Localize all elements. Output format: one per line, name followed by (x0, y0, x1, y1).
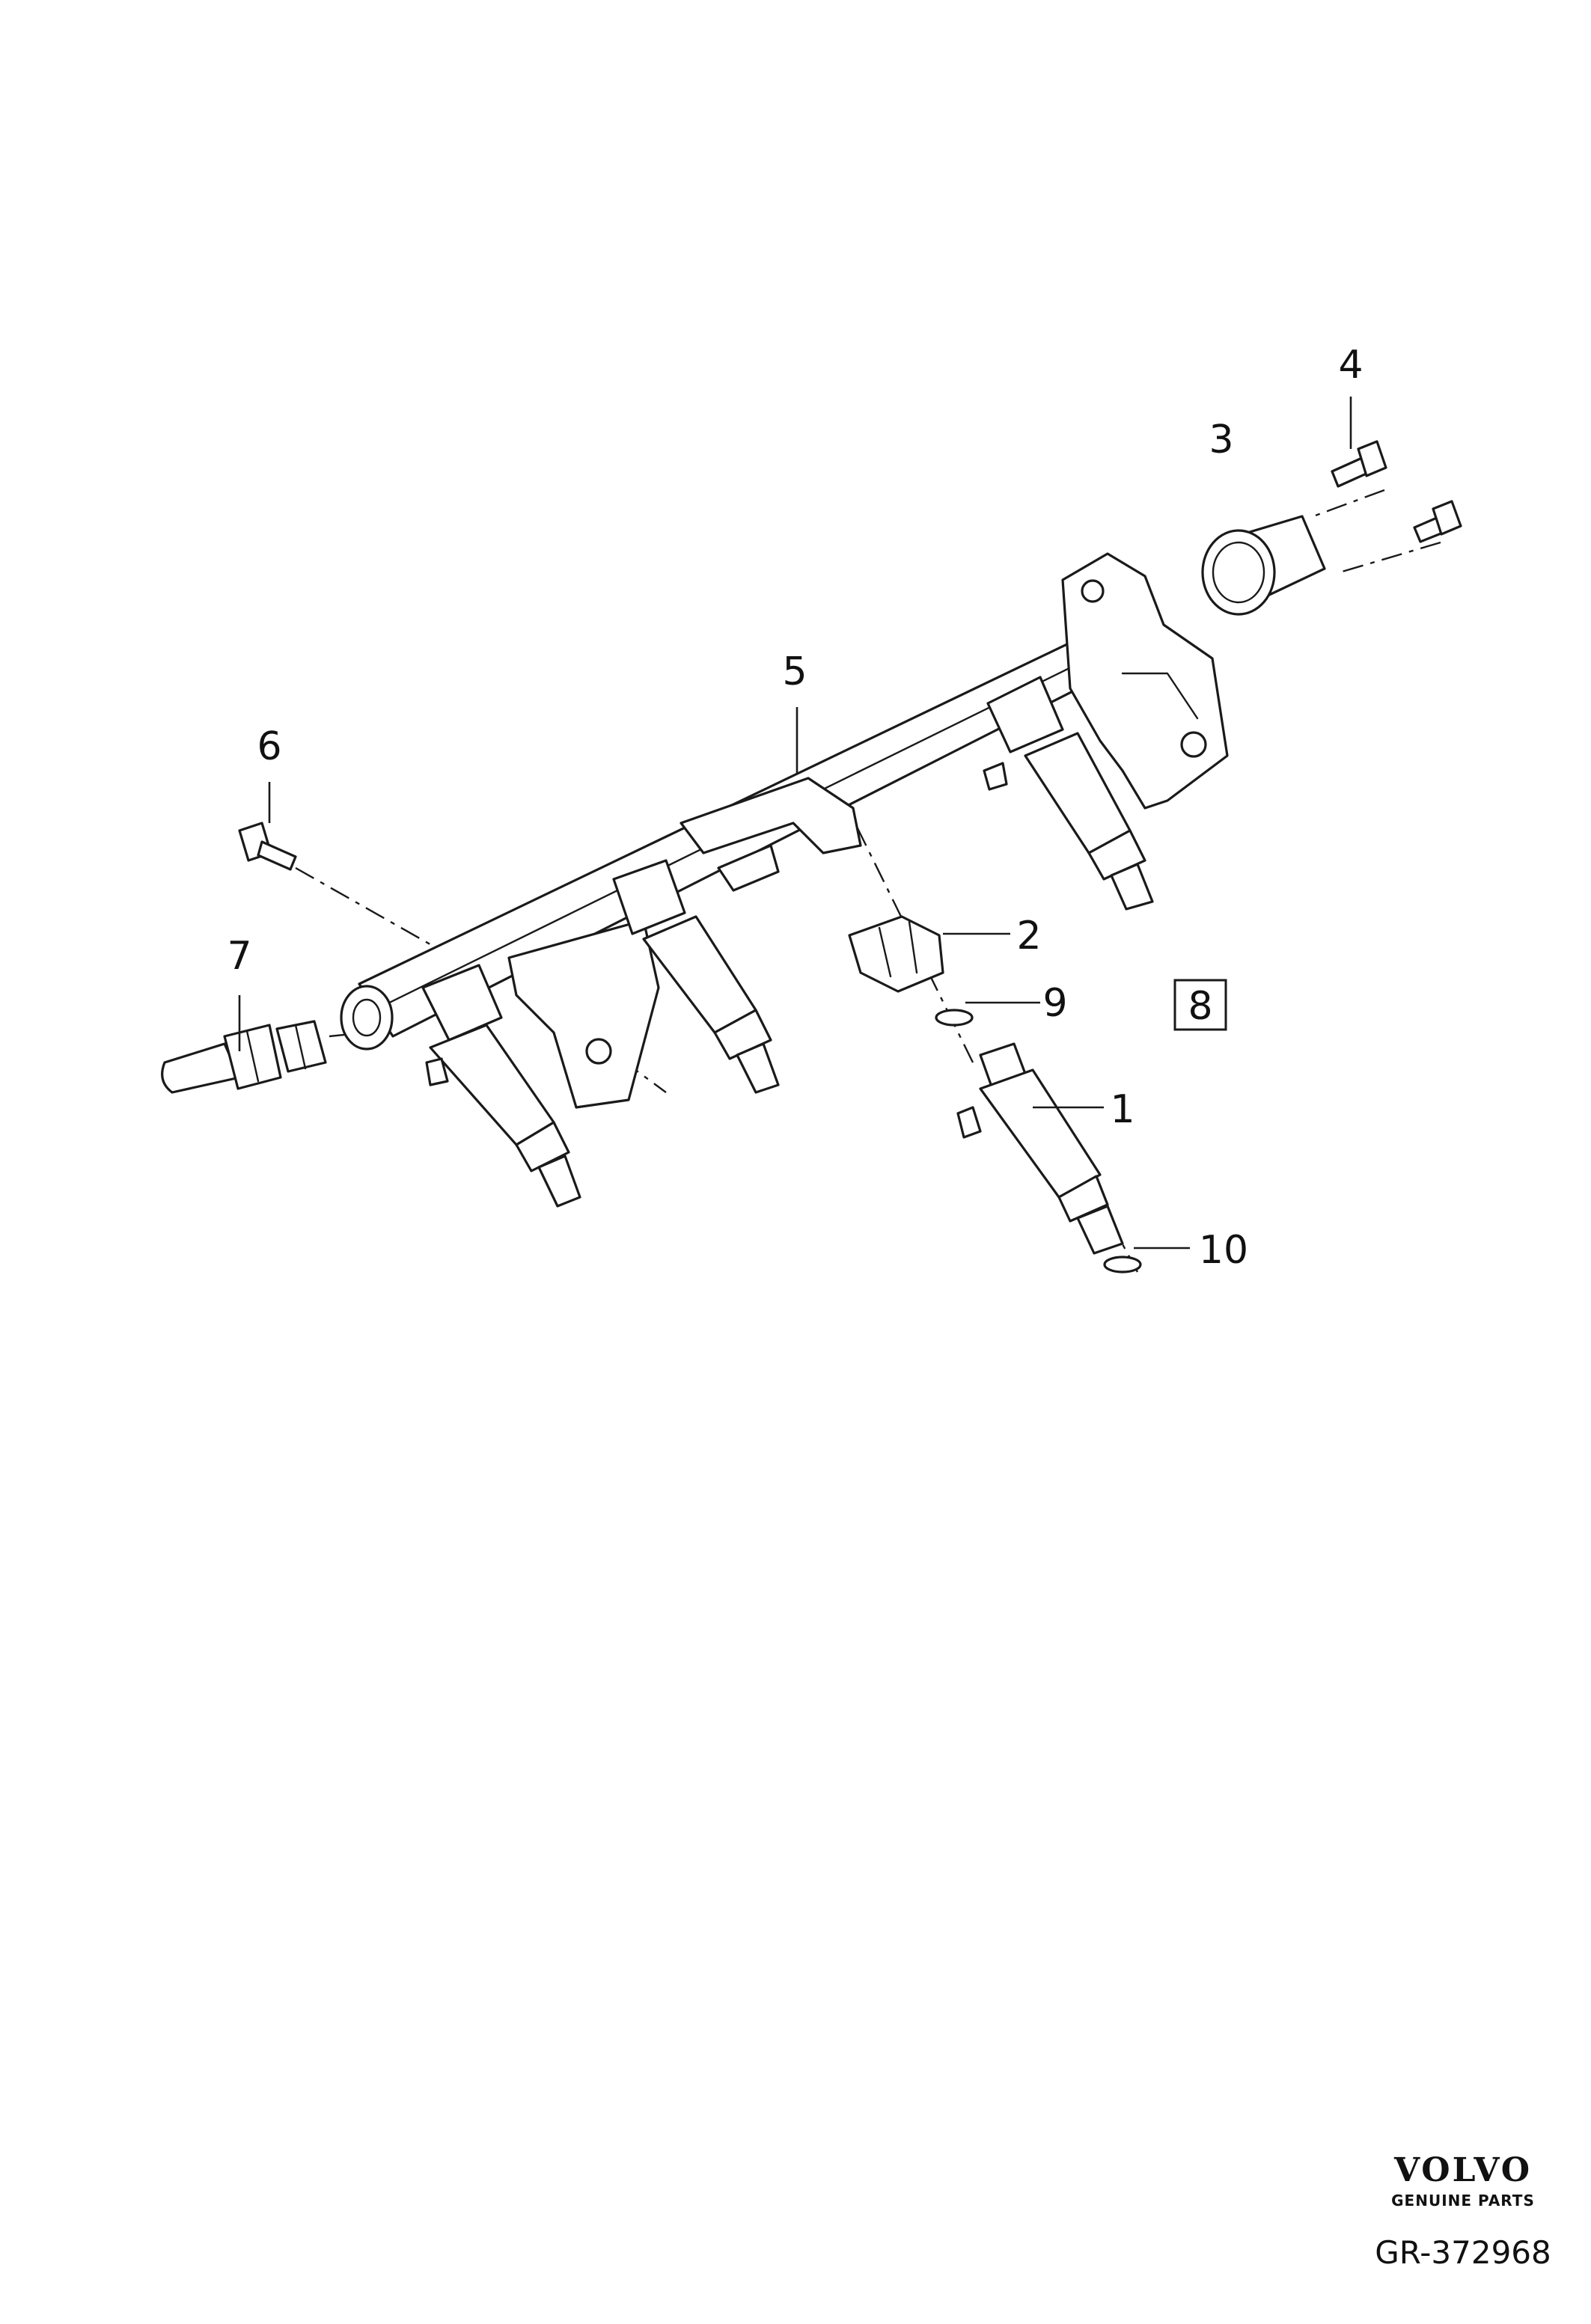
volvo-logo: VOLVO (1393, 2151, 1532, 2189)
bolt-left (238, 822, 297, 871)
fuel-pressure-sensor (161, 1020, 327, 1094)
callout-4: 4 (1338, 343, 1363, 388)
callout-3: 3 (1209, 418, 1233, 462)
pressure-regulator-cap (1201, 515, 1326, 616)
callout-8: 8 (1188, 984, 1212, 1029)
assembly-lines (295, 489, 1441, 1273)
rail-injector-middle (612, 859, 780, 1094)
callout-10: 10 (1199, 1228, 1248, 1273)
callout-5: 5 (782, 649, 807, 694)
genuine-parts-label: GENUINE PARTS (1391, 2192, 1535, 2210)
diagram-reference: GR-372968 (1375, 2234, 1551, 2271)
bolt-upper (1331, 440, 1387, 488)
o-ring-upper (935, 1009, 974, 1027)
callout-1: 1 (1110, 1087, 1135, 1132)
rail-injector-right (983, 676, 1154, 911)
leader-lines (238, 397, 1352, 1250)
rail-injector-left (421, 964, 581, 1208)
callout-7: 7 (227, 934, 251, 979)
fuel-rail (340, 552, 1229, 1109)
callout-8-box (1173, 979, 1227, 1031)
callout-6: 6 (257, 724, 281, 769)
bolt-lower (1413, 500, 1462, 543)
callout-2: 2 (1016, 914, 1041, 958)
callout-9: 9 (1042, 981, 1067, 1026)
injector-clip (848, 915, 944, 993)
o-ring-lower (1103, 1256, 1142, 1273)
injector (956, 1042, 1124, 1255)
